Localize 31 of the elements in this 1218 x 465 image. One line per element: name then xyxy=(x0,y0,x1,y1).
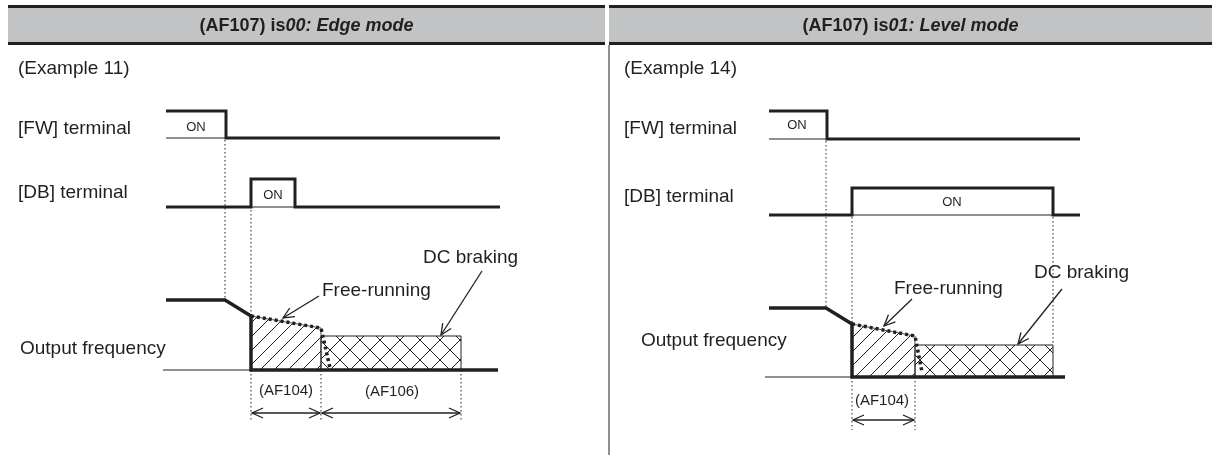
signal-name: [DB] terminal xyxy=(624,185,734,207)
signal-name: [FW] terminal xyxy=(624,117,737,139)
crosshatched-region xyxy=(914,344,1054,378)
state-label: ON xyxy=(787,117,807,133)
mode-name: 01: Level mode xyxy=(888,14,1019,36)
callout-label: Free-running xyxy=(322,279,431,301)
signal-name: Output frequency xyxy=(20,337,166,359)
signal-name: [FW] terminal xyxy=(18,117,131,139)
signal-name: Output frequency xyxy=(641,329,787,351)
parameter-label: (AF104) xyxy=(854,391,910,409)
parameter-label: (AF104) xyxy=(258,381,314,399)
callout-label: DC braking xyxy=(423,246,519,268)
state-label: ON xyxy=(186,119,206,135)
callout-label: DC braking xyxy=(1034,261,1130,283)
leader-line xyxy=(1017,288,1063,345)
callout-label: Free-running xyxy=(894,277,1003,299)
column-header xyxy=(8,5,605,45)
example-label: (Example 14) xyxy=(624,57,737,79)
parameter-label: (AF106) xyxy=(364,382,420,400)
parameter-name: (AF107) is xyxy=(802,14,889,36)
mode-name: 00: Edge mode xyxy=(285,14,414,36)
example-label: (Example 11) xyxy=(18,57,130,79)
state-label: ON xyxy=(263,187,283,203)
leader-line xyxy=(282,295,320,319)
crosshatched-region xyxy=(320,335,462,371)
signal-name: [DB] terminal xyxy=(18,181,128,203)
column-header xyxy=(609,5,1212,45)
state-label: ON xyxy=(942,194,962,210)
leader-line xyxy=(883,298,913,327)
parameter-name: (AF107) is xyxy=(199,14,286,36)
leader-line xyxy=(440,270,483,336)
